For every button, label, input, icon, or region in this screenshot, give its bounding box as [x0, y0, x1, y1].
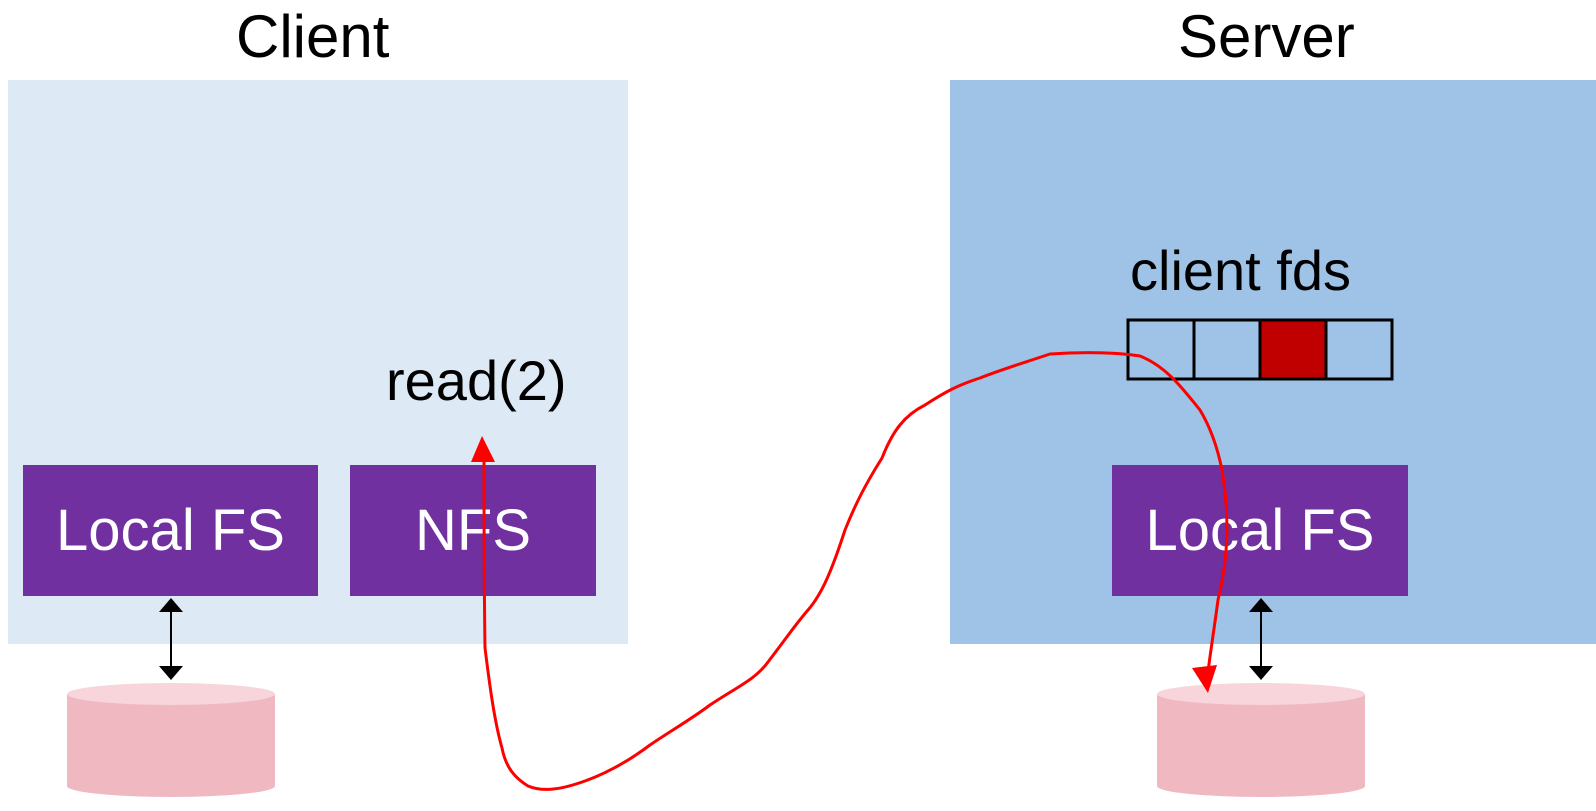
- fd-slot: [1126, 318, 1196, 381]
- fd-slot: [1192, 318, 1262, 381]
- client-fds-label: client fds: [1130, 239, 1351, 302]
- fd-slot-active: [1258, 318, 1328, 381]
- server-local-fs-label: Local FS: [1145, 498, 1375, 563]
- server-local-fs-block: Local FS: [1112, 465, 1408, 596]
- client-title: Client: [236, 3, 390, 70]
- server-fs-disk-connector: [1249, 598, 1273, 680]
- client-local-fs-label: Local FS: [56, 498, 285, 563]
- server-title: Server: [1178, 3, 1355, 70]
- read-call-label: read(2): [386, 349, 567, 412]
- client-fds-table: [1126, 318, 1394, 381]
- request-arrowhead-down: [1192, 665, 1217, 693]
- server-disk-icon: [1157, 683, 1365, 797]
- client-disk-icon: [67, 683, 275, 797]
- request-arrowhead-up: [471, 436, 495, 462]
- fd-slot: [1324, 318, 1394, 381]
- request-path: [471, 351, 1229, 791]
- client-local-fs-block: Local FS: [23, 465, 318, 596]
- nfs-block: NFS: [350, 465, 596, 596]
- client-fs-disk-connector: [159, 598, 183, 680]
- nfs-label: NFS: [415, 498, 531, 563]
